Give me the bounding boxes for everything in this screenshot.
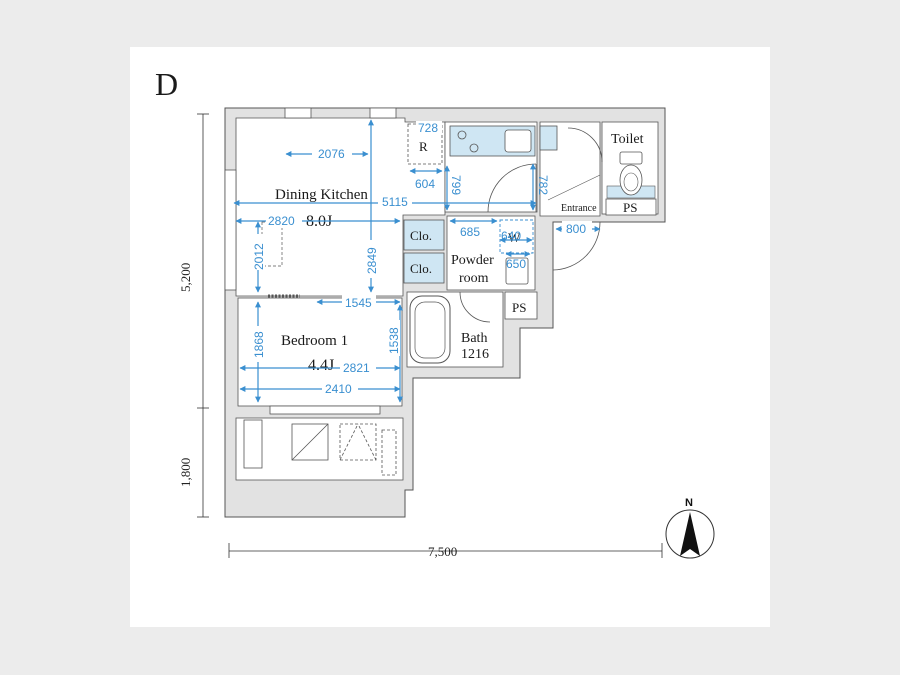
toilet-name: Toilet — [611, 132, 644, 147]
sink-box — [505, 257, 529, 285]
north-compass: N — [665, 497, 715, 559]
bedroom-size: 4.4J — [308, 357, 334, 374]
bath-name: Bath — [461, 331, 487, 346]
dim-2076: 2076 — [318, 147, 345, 161]
outer-dim-height-main: 5,200 — [178, 263, 193, 292]
compass-north-label: N — [685, 497, 693, 509]
dim-728: 728 — [418, 121, 438, 135]
bedroom-name: Bedroom 1 — [281, 333, 348, 349]
dim-1868: 1868 — [252, 331, 266, 358]
bathtub — [409, 295, 451, 364]
window-bedroom — [269, 405, 381, 415]
dim-604: 604 — [415, 177, 435, 191]
toilet-door-swing — [567, 127, 603, 163]
unit-letter: D — [155, 66, 178, 102]
dim-2012: 2012 — [252, 243, 266, 270]
ps-bath-label: PS — [512, 300, 526, 315]
closet-1-box — [403, 219, 445, 251]
dim-782: 782 — [536, 175, 550, 195]
dim-2410: 2410 — [325, 382, 352, 396]
balcony-fixtures — [243, 419, 397, 476]
dim-1538: 1538 — [387, 327, 401, 354]
outer-dim-height-balcony: 1,800 — [178, 458, 193, 487]
balcony-area — [235, 417, 404, 481]
dim-5115: 5115 — [382, 195, 408, 209]
dim-2821: 2821 — [343, 361, 370, 375]
dim-640: 640 — [501, 229, 521, 243]
closet-1-label: Clo. — [410, 228, 432, 243]
washer-box — [499, 219, 534, 254]
closet-2-label: Clo. — [410, 261, 432, 276]
entrance-name: Entrance — [561, 203, 597, 214]
ps-top-label: PS — [623, 200, 637, 215]
powder-room-name-1: Powder — [451, 253, 494, 268]
dim-799: 799 — [449, 175, 463, 195]
ps-top-box — [605, 198, 657, 216]
dim-1545: 1545 — [345, 296, 372, 310]
window-dk-1 — [284, 107, 312, 119]
window-dk-2 — [369, 107, 397, 119]
dim-685: 685 — [460, 225, 480, 239]
closet-2-box — [403, 252, 445, 284]
kitchen-counter — [449, 125, 558, 157]
window-dk-left — [224, 169, 237, 291]
dim-2820: 2820 — [268, 214, 295, 228]
dim-650: 650 — [506, 257, 526, 271]
dining-kitchen-name: Dining Kitchen — [275, 187, 368, 203]
fridge-label: R — [419, 139, 428, 154]
dim-2849: 2849 — [365, 247, 379, 274]
toilet-fixture — [606, 151, 656, 199]
bath-size: 1216 — [461, 347, 489, 362]
north-arrow-icon — [680, 512, 700, 556]
ps-bath-box — [504, 291, 538, 320]
dim-800: 800 — [566, 222, 586, 236]
powder-room-name-2: room — [459, 271, 489, 286]
outer-dim-width-total: 7,500 — [428, 544, 457, 559]
bath-door-swing — [459, 291, 491, 323]
